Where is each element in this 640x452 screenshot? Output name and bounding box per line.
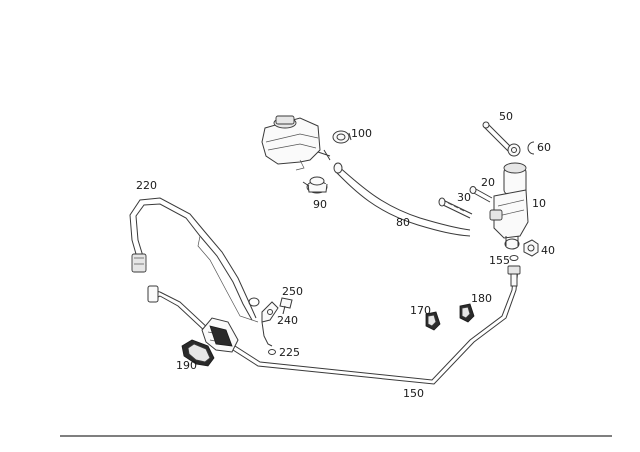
- part-label-170: 170: [410, 304, 431, 317]
- part-label-100: 100: [351, 127, 372, 140]
- part-label-190: 190: [176, 359, 197, 372]
- clip-170: [425, 311, 441, 331]
- part-label-155: 155: [489, 254, 510, 267]
- bracket-240: [261, 301, 279, 347]
- fluid-reservoir: [261, 115, 331, 171]
- part-label-90: 90: [313, 198, 327, 211]
- part-label-30: 30: [457, 191, 471, 204]
- pressure-line-150: [147, 265, 521, 385]
- part-label-20: 20: [481, 176, 495, 189]
- part-label-250: 250: [282, 285, 303, 298]
- o-ring-225: [268, 349, 276, 355]
- part-label-60: 60: [537, 141, 551, 154]
- part-label-180: 180: [471, 292, 492, 305]
- bolt-20: [469, 186, 493, 203]
- clip-180: [459, 303, 475, 323]
- master-cylinder-10: [489, 162, 529, 250]
- slave-cylinder: [201, 317, 239, 353]
- part-label-10: 10: [532, 197, 546, 210]
- seal-155: [509, 255, 519, 261]
- clutch-hose-220: [129, 197, 260, 323]
- part-label-50: 50: [499, 110, 513, 123]
- push-rod-50: [482, 121, 521, 157]
- bleed-screw-250: [279, 297, 293, 315]
- part-label-40: 40: [541, 244, 555, 257]
- bolt-30: [438, 197, 473, 219]
- cap-seal-100: [332, 130, 352, 144]
- reservoir-cap-90: [302, 176, 328, 194]
- gasket-190: [181, 339, 215, 367]
- part-label-220: 220: [136, 179, 157, 192]
- part-label-240: 240: [277, 314, 298, 327]
- part-label-80: 80: [396, 216, 410, 229]
- retaining-clip-60: [527, 141, 535, 155]
- supply-hose-80: [333, 162, 471, 237]
- nut-40: [523, 239, 539, 257]
- part-label-150: 150: [403, 387, 424, 400]
- part-label-225: 225: [279, 346, 300, 359]
